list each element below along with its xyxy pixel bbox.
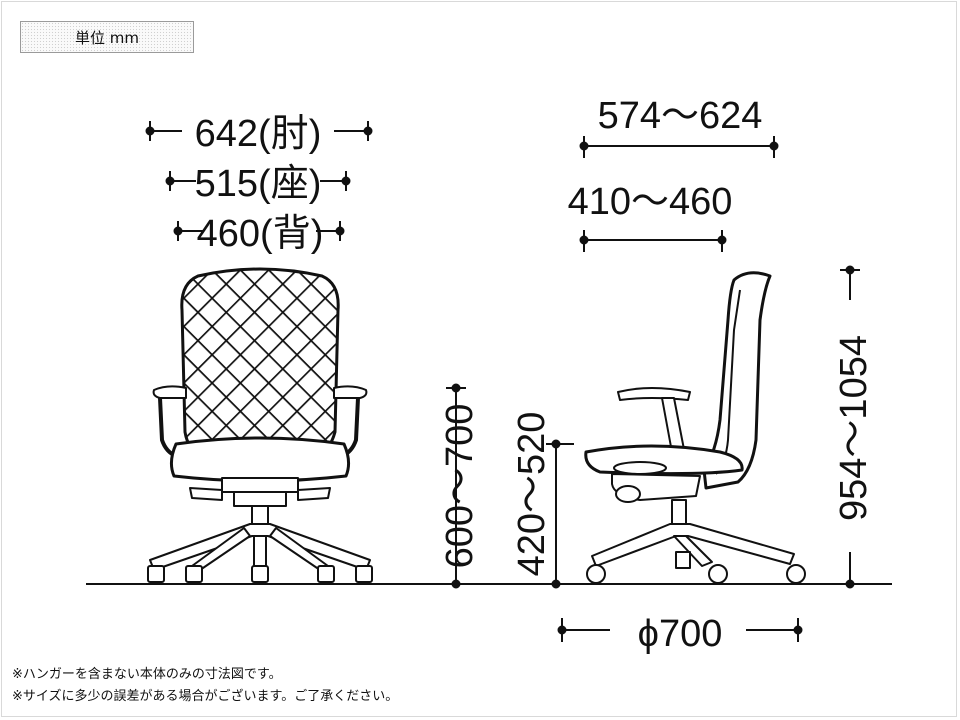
dim-overall-height: 954～1054 — [833, 335, 875, 521]
base-front — [149, 523, 371, 571]
armrest-right — [333, 385, 368, 399]
gas-cylinder-front — [251, 505, 269, 525]
backrest-side — [702, 271, 772, 490]
dim-armrest-width: 642(肘) — [195, 113, 322, 155]
dim-seat-width: 515(座) — [195, 163, 322, 205]
note-line: ※ハンガーを含まない本体のみの寸法図です。 — [12, 667, 282, 682]
dim-depth-seat: 410～460 — [568, 181, 733, 223]
base-side — [591, 523, 795, 567]
dim-seat-height: 420～520 — [511, 412, 553, 577]
dim-base-diameter: ϕ700 — [638, 613, 723, 655]
side-view-chair — [584, 271, 806, 584]
armrest-side — [617, 387, 691, 401]
dimension-lines — [145, 121, 860, 642]
unit-label: 単位 mm — [20, 21, 194, 53]
backrest-front — [180, 268, 340, 453]
front-view-chair — [147, 267, 373, 583]
dim-depth-overall: 574～624 — [598, 95, 763, 137]
armrest-left — [152, 385, 187, 399]
dim-back-width: 460(背) — [197, 213, 324, 255]
note-line: ※サイズに多少の誤差がある場合がございます。ご了承ください。 — [12, 689, 399, 704]
gas-cylinder-side — [671, 499, 687, 525]
unit-label-text: 単位 mm — [75, 28, 139, 47]
dim-armrest-height: 600～700 — [439, 404, 481, 569]
seat-front — [169, 436, 351, 483]
notes: ※ハンガーを含まない本体のみの寸法図です。 ※サイズに多少の誤差がある場合がござ… — [12, 664, 398, 708]
